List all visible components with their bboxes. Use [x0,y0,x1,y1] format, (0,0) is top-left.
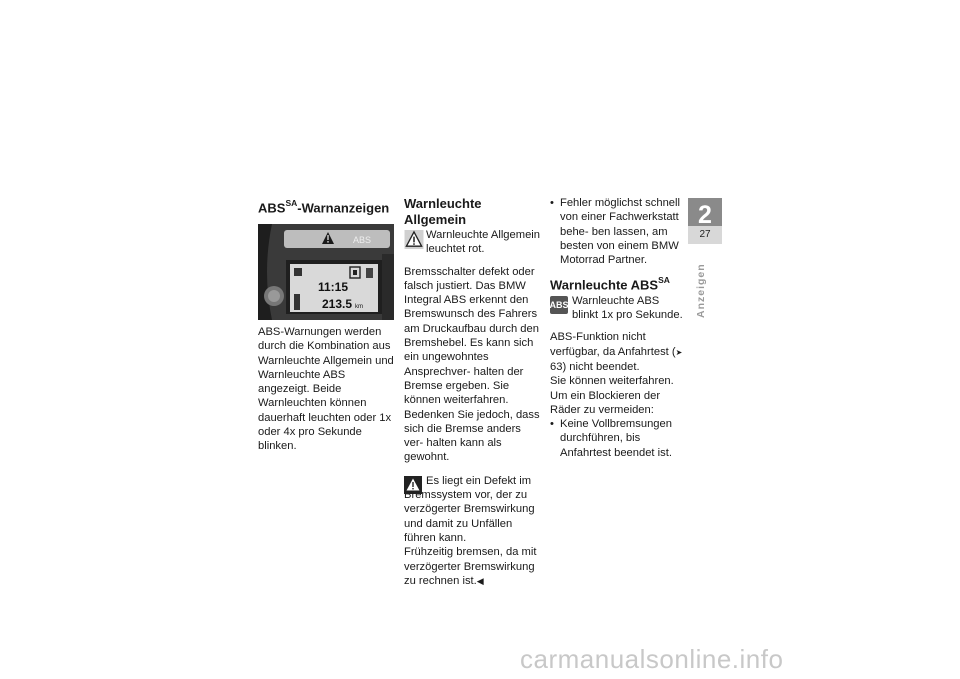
caution-text: Es liegt ein Defekt im Bremssystem vor, … [404,474,535,544]
abs-light-icon-line: ABS Warnleuchte ABS blinkt 1x pro Sekund… [550,294,686,323]
list-item: Keine Vollbremsungen durchführen, bis An… [550,417,686,460]
chapter-number: 2 [698,201,712,229]
end-mark-icon: ◀ [476,575,484,586]
warning-triangle-icon [404,230,424,253]
heading-warnleuchte-allgemein: Warnleuchte Allgemein [404,196,482,227]
caution-triangle-icon [404,475,422,494]
abs-light-advice: Sie können weiterfahren. Um ein Blockier… [550,375,674,416]
caution-note: Es liegt ein Defekt im Bremssystem vor, … [404,474,540,545]
section-side-label: Anzeigen [695,263,707,318]
abs-warning-icon: ABS [550,295,569,314]
heading-abs-warnanzeigen: ABSSA-Warnanzeigen [258,198,390,216]
general-warning-status: Warnleuchte Allgemein leuchtet rot. [426,229,541,256]
abs-warnings-description: ABS-Warnungen werden durch die Kombinati… [258,326,394,453]
column-abs-warnings: ABSSA-Warnanzeigen [258,196,394,216]
page-reference-arrow-icon: ➤ [675,347,683,357]
abs-light-status: Warnleuchte ABS blinkt 1x pro Sekunde. [572,294,683,322]
display-odometer: 213.5 [322,297,352,311]
instrument-display-photo: ABS 11:15 213.5 km [258,224,394,320]
caution-advice: Frühzeitig bremsen, da mit verzögerter B… [404,546,537,587]
general-warning-icon-line: Warnleuchte Allgemein leuchtet rot. [404,228,540,257]
watermark: carmanualsonline.info [520,644,784,674]
page-number: 27 [688,226,722,244]
display-abs-label: ABS [353,235,371,245]
column-general-warning: Warnleuchte Allgemein Warnleuchte Allgem… [404,196,540,588]
display-time: 11:15 [318,280,348,294]
list-item: Fehler möglichst schnell von einer Fachw… [550,196,686,267]
general-warning-body: Bremsschalter defekt oder falsch justier… [404,265,540,464]
column-abs-warnings-body: ABS-Warnungen werden durch die Kombinati… [258,325,394,454]
heading-warnleuchte-abs: Warnleuchte ABSSA [550,275,670,293]
column-abs-light: Fehler möglichst schnell von einer Fachw… [550,196,686,460]
display-odometer-unit: km [355,304,363,310]
chapter-tab: 2 27 [688,198,722,244]
page-reference[interactable]: 63 [550,361,563,373]
abs-light-body: ABS-Funktion nicht verfügbar, da Anfahrt… [550,331,683,373]
